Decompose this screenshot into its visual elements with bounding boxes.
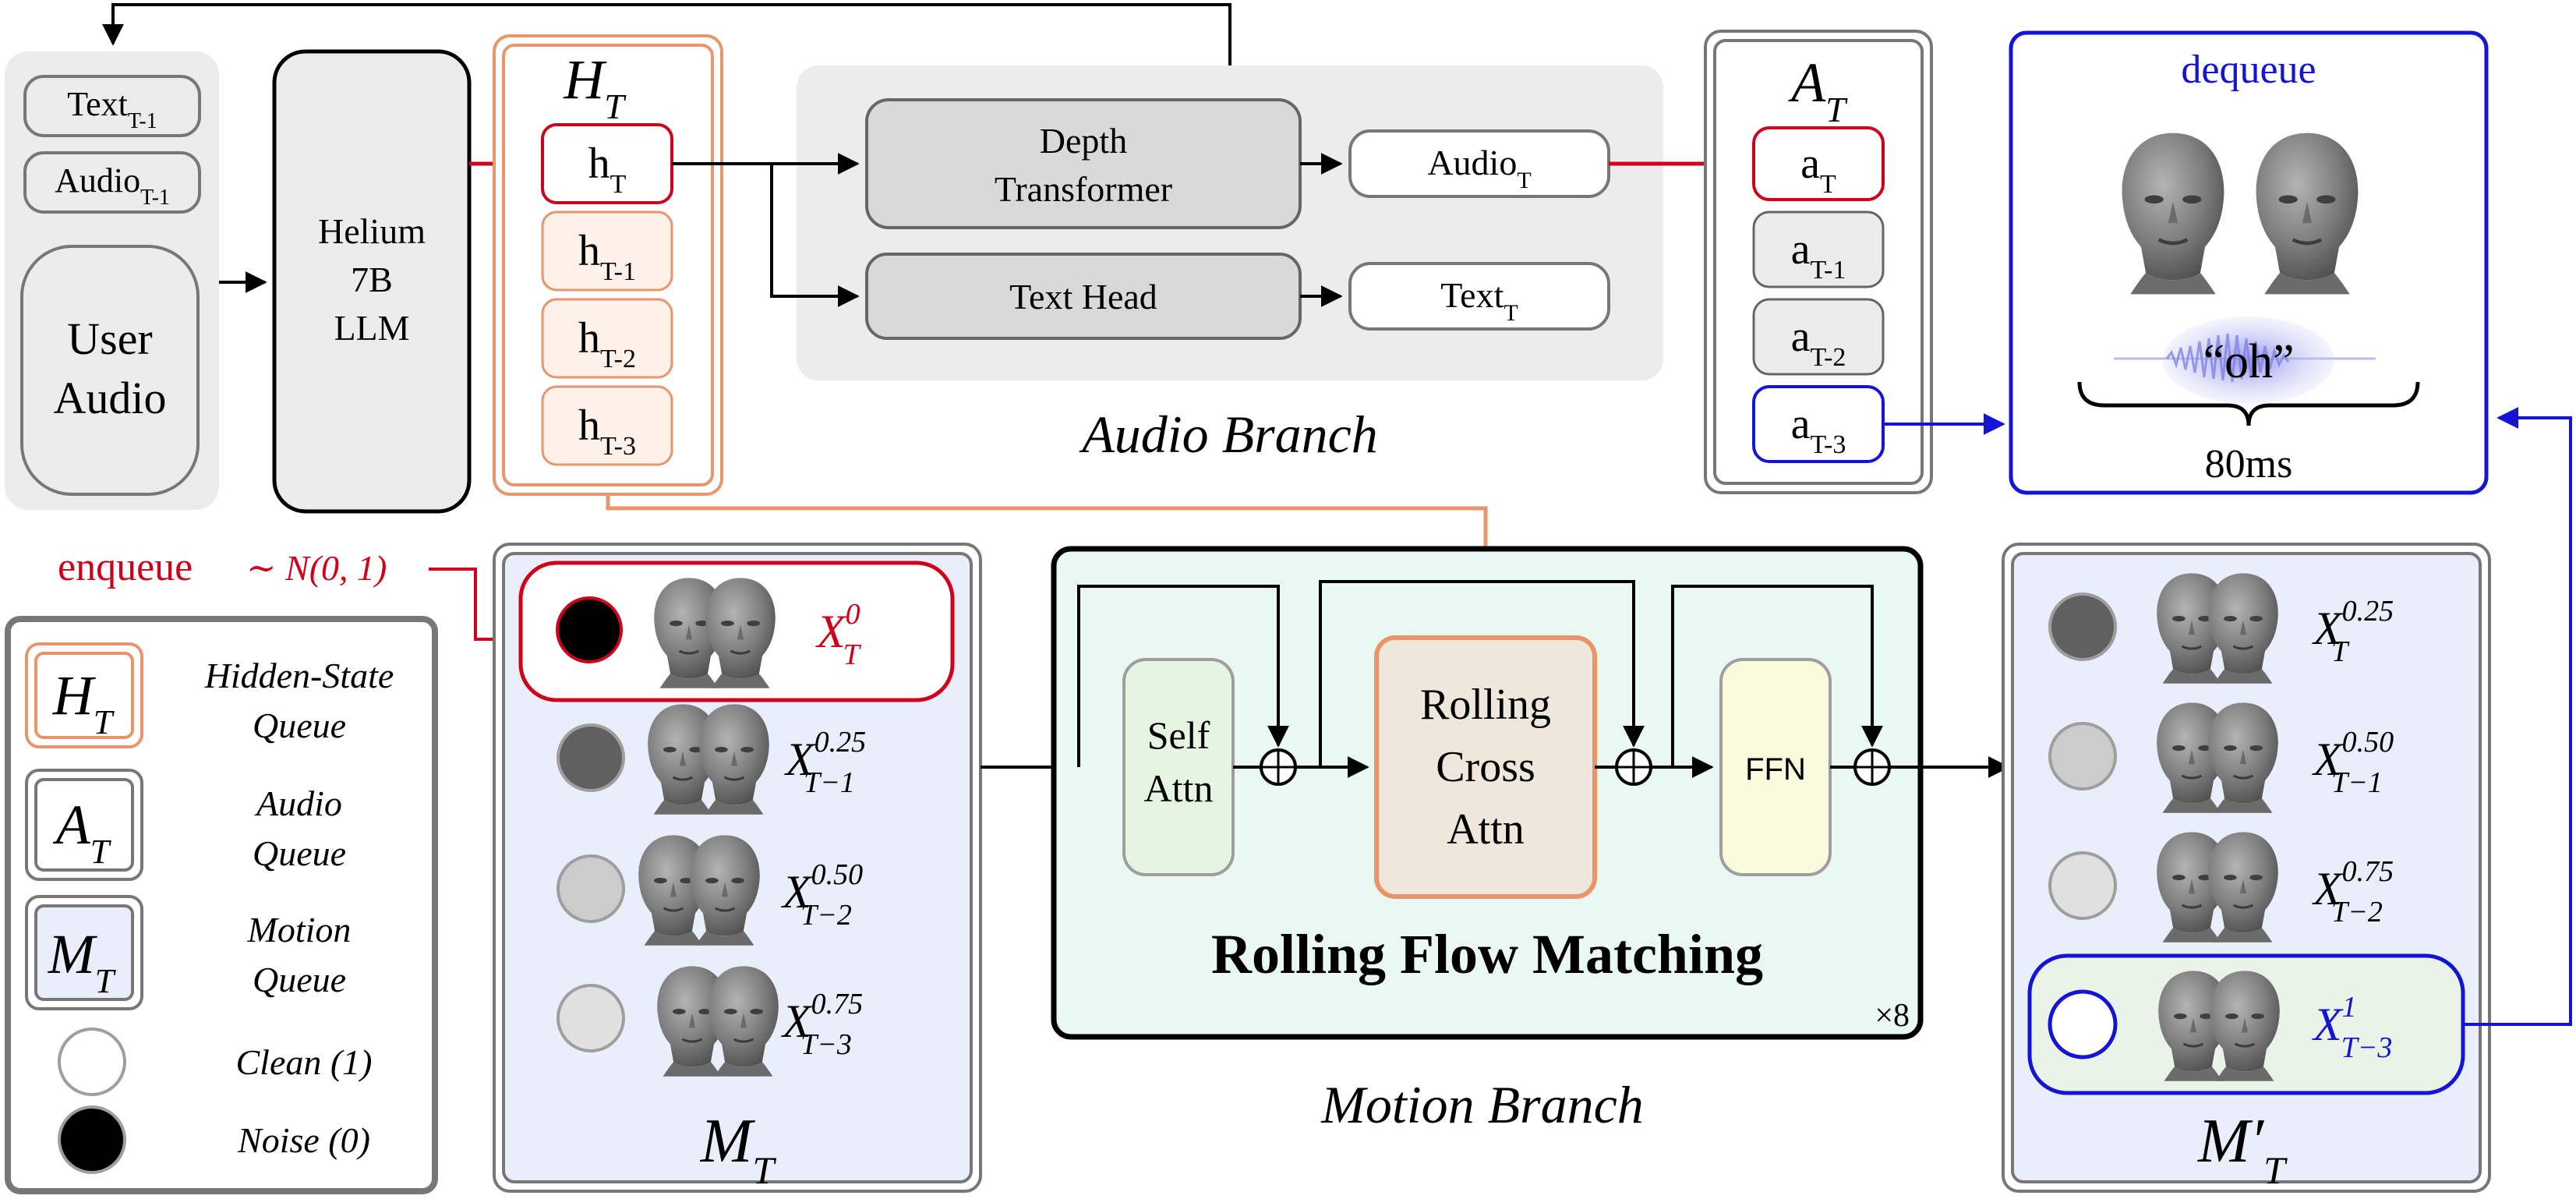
audio-queue-title: AT [1788, 51, 1848, 129]
text-prev-box [23, 75, 201, 137]
dequeue-brace [2077, 381, 2420, 426]
text-prev-label: TextT-1 [67, 85, 157, 133]
dequeue-word: “oh” [2203, 335, 2294, 388]
legend-noise-label: Noise (0) [237, 1120, 370, 1160]
enqueue-label: enqueue [58, 545, 193, 589]
motion-item-2-dot [557, 854, 625, 923]
legend-hidden-desc-1: Hidden-State [204, 656, 394, 695]
hidden-item-1 [541, 210, 673, 292]
motion-item-1-dot [557, 723, 625, 792]
self-attn-label-2: Attn [1144, 766, 1214, 810]
llm-box [272, 49, 472, 514]
legend-noise-dot [58, 1105, 126, 1174]
legend-hidden-desc-2: Queue [253, 706, 346, 745]
legend-audio-desc-1: Audio [254, 783, 342, 823]
llm-label-1: Helium [318, 211, 426, 251]
skip-ffn [1671, 585, 1883, 767]
cross-attn-label-2: Cross [1436, 743, 1535, 791]
audio-out-label: AudioT [1427, 143, 1531, 193]
legend-motion-symbol: MT [48, 923, 117, 1000]
audio-branch-label: Audio Branch [1079, 405, 1378, 464]
hidden-item-3 [541, 385, 673, 466]
cross-attn-label-1: Rolling [1420, 681, 1551, 729]
skip-self-attn [1077, 585, 1289, 767]
text-out-box [1348, 262, 1610, 331]
hidden-item-2-label: hT-2 [578, 314, 636, 373]
text-out-label: TextT [1440, 275, 1518, 326]
output-item-1-dot [2048, 722, 2117, 790]
depth-transformer-label-2: Transformer [995, 169, 1172, 209]
self-attn-label-1: Self [1147, 713, 1210, 757]
arrow-h-to-texthead [770, 164, 860, 307]
hidden-queue-title: HT [563, 48, 627, 126]
output-item-0-dot [2048, 592, 2117, 661]
llm-label-3: LLM [334, 308, 409, 348]
output-item-3-clean-dot [2048, 989, 2118, 1059]
hidden-item-2 [541, 298, 673, 379]
legend-motion-symbol-inner [34, 904, 134, 1001]
feedback-arrow [102, 3, 1231, 65]
hidden-item-1-label: hT-1 [578, 227, 636, 286]
rfm-repeat-label: ×8 [1875, 998, 1910, 1034]
audio-item-1 [1752, 210, 1885, 288]
waveform-icon [2114, 317, 2376, 404]
legend-hidden-symbol-inner [34, 652, 134, 739]
dequeue-title: dequeue [2181, 48, 2316, 92]
llm-label-2: 7B [351, 260, 393, 299]
arrow-output-to-dequeue [2463, 407, 2572, 1026]
motion-item-0-noise-dot [556, 596, 623, 663]
skip-cross-attn [1319, 580, 1645, 767]
hidden-item-3-label: hT-3 [578, 401, 636, 461]
output-queue-title: M′T [2197, 1107, 2288, 1192]
legend-audio-desc-2: Queue [253, 833, 346, 873]
legend-audio-symbol: AT [53, 794, 112, 871]
audio-item-2 [1752, 298, 1885, 376]
audio-item-3-label: aT-3 [1791, 400, 1846, 459]
legend-motion-desc-2: Queue [253, 960, 346, 999]
output-item-2-dot [2048, 851, 2117, 920]
enqueue-distribution: ∼ N(0, 1) [246, 548, 387, 588]
depth-transformer-label-1: Depth [1040, 121, 1127, 161]
audio-item-2-label: aT-2 [1791, 313, 1846, 372]
legend-audio-symbol-inner [34, 778, 134, 872]
motion-item-3-dot [557, 984, 625, 1052]
user-audio-label-1: User [67, 313, 153, 364]
user-audio-box [20, 245, 200, 496]
dequeue-duration: 80ms [2205, 442, 2293, 486]
audio-item-0 [1752, 126, 1885, 201]
add-node-1 [1260, 748, 1297, 786]
cross-attn-label-3: Attn [1447, 805, 1525, 854]
audio-item-1-label: aT-1 [1791, 225, 1846, 285]
dequeue-panel [2009, 30, 2489, 495]
motion-branch-label: Motion Branch [1320, 1075, 1644, 1134]
legend-hidden-symbol: HT [52, 664, 115, 741]
add-node-3 [1853, 748, 1891, 786]
audio-prev-box [23, 151, 201, 214]
hidden-item-0-label: hT [588, 140, 627, 199]
user-audio-label-2: Audio [54, 373, 167, 423]
legend-motion-desc-1: Motion [247, 910, 352, 950]
legend-clean-dot [58, 1027, 126, 1096]
rfm-title: Rolling Flow Matching [1211, 923, 1763, 985]
ffn-label: FFN [1745, 752, 1806, 787]
text-head-label: Text Head [1009, 277, 1157, 317]
legend-clean-label: Clean (1) [235, 1042, 372, 1082]
audio-prev-label: AudioT-1 [55, 161, 170, 210]
add-node-2 [1615, 748, 1652, 786]
audio-item-0-label: aT [1800, 140, 1836, 199]
motion-queue-title: MT [700, 1107, 777, 1192]
